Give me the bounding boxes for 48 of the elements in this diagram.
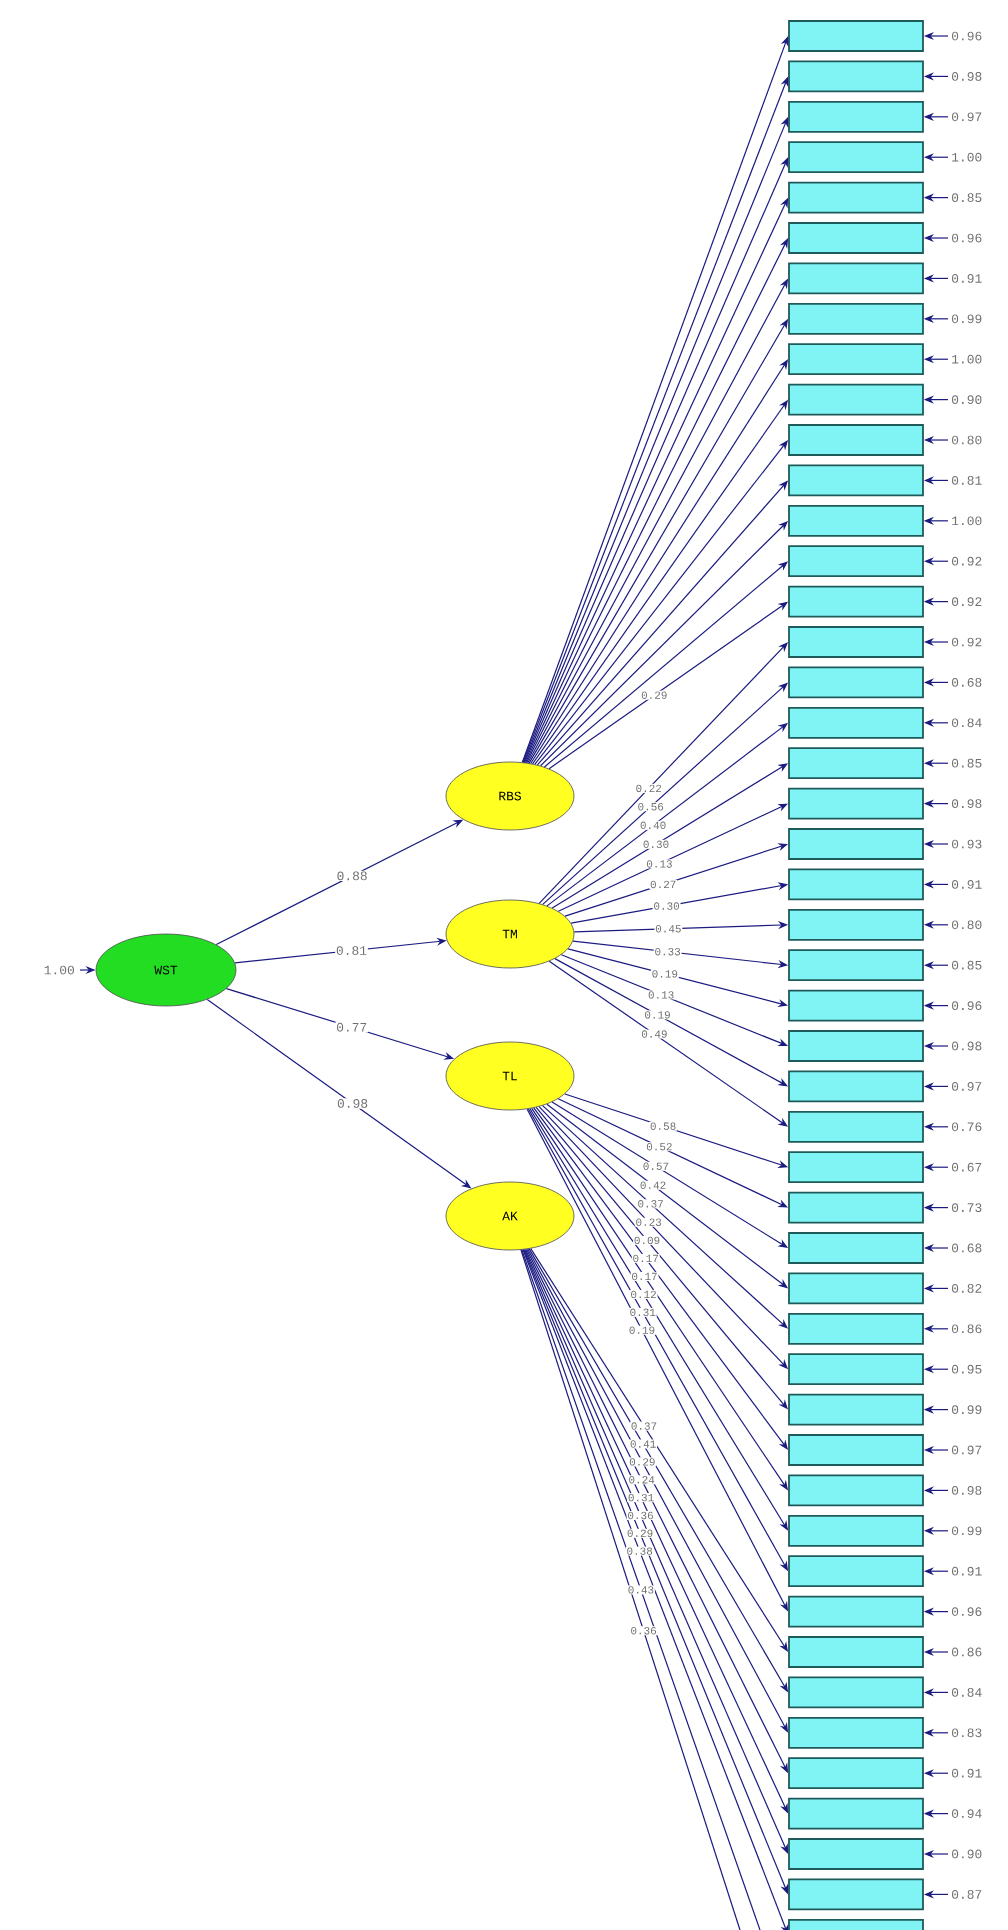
indicator-box [788,747,924,780]
indicator-box [788,1151,924,1184]
indicator-box [788,585,924,618]
indicator-box [788,626,924,658]
indicator-box [788,464,924,497]
indicator-box [788,706,924,739]
indicator-box [788,1110,924,1143]
indicator-box [788,302,924,335]
indicator-box [788,1030,924,1062]
indicator-box [788,262,924,295]
indicator-box [788,1555,924,1588]
indicator-box [788,1474,924,1507]
indicator-box [788,141,924,174]
indicator-box [788,1434,924,1466]
indicator-box [788,1595,924,1628]
indicator-box [788,868,924,901]
indicator-box [788,1716,924,1749]
indicator-box [788,1070,924,1103]
indicator-box [788,1514,924,1547]
indicator-box [788,1878,924,1911]
indicator-box [788,1353,924,1386]
indicator-box [788,828,924,860]
indicator-box [788,60,924,93]
indicator-box [788,20,924,52]
indicator-box [788,181,924,214]
indicator-box [788,1757,924,1790]
indicator-box [788,1636,924,1668]
indicator-box [788,100,924,133]
indicator-box [788,504,924,537]
indicator-box [788,1232,924,1264]
indicator-box [788,949,924,982]
indicator-box [788,787,924,820]
indicator-box [788,545,924,578]
indicator-box [788,989,924,1022]
indicator-box [788,1393,924,1426]
indicator-box [788,1797,924,1830]
indicator-box [788,424,924,456]
indicator-box [788,1838,924,1870]
indicator-box [788,343,924,376]
indicator-box [788,666,924,699]
indicator-box [788,222,924,254]
indicator-box [788,1676,924,1709]
indicator-box [788,1191,924,1224]
indicator-box [788,383,924,416]
indicator-box [788,1918,924,1930]
indicator-box [788,1272,924,1305]
indicator-box [788,908,924,941]
indicator-box [788,1312,924,1345]
